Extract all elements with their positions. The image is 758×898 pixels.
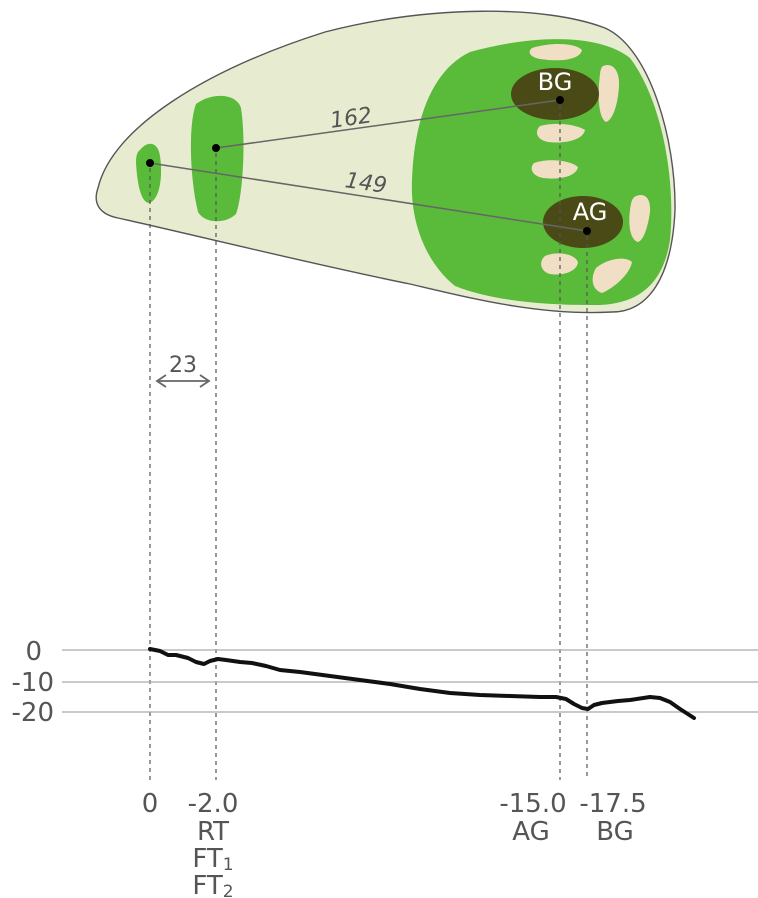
x-tick-rt: -2.0 xyxy=(188,789,239,819)
bunker-5 xyxy=(629,194,651,242)
x-name-ft2-sub: 2 xyxy=(223,882,234,898)
bunker-4 xyxy=(531,160,578,179)
point-bg xyxy=(556,96,564,104)
y-tick-minus-20: -20 xyxy=(12,698,54,728)
y-tick-0: 0 xyxy=(25,637,42,667)
green-bg-area xyxy=(511,68,599,120)
y-tick-minus-10: -10 xyxy=(12,668,54,698)
tee-point-back xyxy=(212,144,220,152)
x-name-rt: RT xyxy=(197,817,229,847)
bunker-2 xyxy=(598,64,620,122)
bunkers xyxy=(529,44,651,293)
x-name-ft2: FT2 xyxy=(192,871,233,898)
drop-lines xyxy=(149,105,588,780)
x-name-ft1: FT1 xyxy=(192,844,233,875)
x-tick-zero: 0 xyxy=(142,789,159,819)
bunker-6 xyxy=(541,253,578,275)
tee-box-back xyxy=(190,95,244,222)
tee-point-forward xyxy=(146,159,154,167)
bg-marker-label: BG xyxy=(538,68,573,96)
distance-label-ag: 149 xyxy=(343,168,388,199)
x-name-ft1-text: FT xyxy=(192,844,222,874)
offset-dimension-label: 23 xyxy=(169,353,197,378)
elevation-profile-line xyxy=(148,647,696,720)
distance-label-bg: 162 xyxy=(329,103,374,134)
green-ag-area xyxy=(543,196,623,248)
x-name-ag: AG xyxy=(512,817,549,847)
distance-line-ag xyxy=(149,162,588,232)
x-name-ft1-sub: 1 xyxy=(223,855,234,875)
tee-box-forward xyxy=(136,143,162,203)
distance-line-bg xyxy=(215,99,561,149)
x-tick-ag: -15.0 xyxy=(499,789,566,819)
x-name-ft2-text: FT xyxy=(192,871,222,898)
ag-marker-label: AG xyxy=(573,198,608,226)
bunker-3 xyxy=(536,123,585,143)
bunker-1 xyxy=(529,44,582,61)
bunker-7 xyxy=(592,258,632,293)
point-ag xyxy=(583,227,591,235)
x-tick-bg: -17.5 xyxy=(579,789,646,819)
profile-gridlines xyxy=(62,649,758,713)
offset-dimension-arrow xyxy=(155,374,211,388)
x-name-bg: BG xyxy=(596,817,634,847)
